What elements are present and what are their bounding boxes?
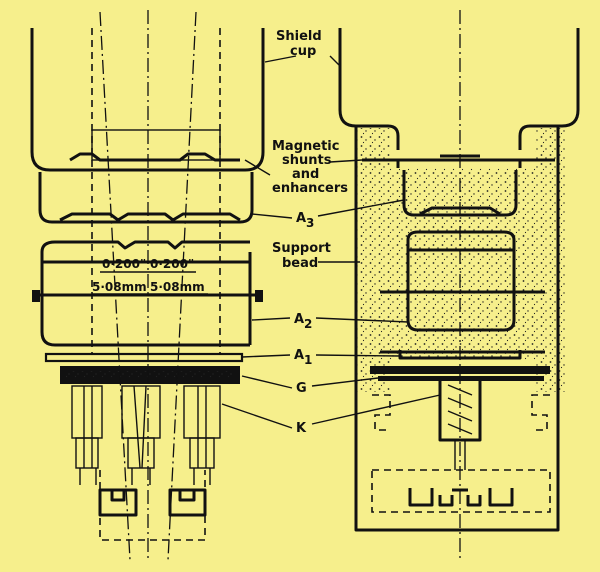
labels: Shield cup Magnetic shunts and enhancers… [221, 29, 441, 436]
dim-inch-left: 0·200" [102, 257, 146, 271]
leader-g [241, 375, 379, 389]
leader-a2 [251, 317, 409, 323]
label-g: G [296, 381, 307, 396]
label-a3: A [296, 211, 306, 226]
left-cathode-assembly [71, 385, 221, 485]
label-support-bead-2: bead [282, 256, 318, 271]
left-a2-flange-tab-l [32, 290, 40, 302]
label-a1: A [294, 348, 304, 363]
label-magnetic-1: Magnetic [272, 139, 339, 154]
label-a3-sub: 3 [306, 216, 314, 230]
right-shunt-detail [396, 154, 522, 168]
left-lower-block-r [168, 488, 207, 517]
left-axis-a [99, 11, 131, 561]
left-a1-plate [44, 352, 244, 363]
right-a3-plate [419, 206, 501, 216]
right-a2-electrode [406, 230, 516, 332]
left-shield-cup [30, 28, 265, 172]
label-a1-sub: 1 [304, 353, 312, 367]
label-support-bead-1: Support [272, 241, 331, 256]
label-magnetic-3: and [292, 167, 319, 182]
leader-a1 [241, 354, 401, 358]
left-lower-step [110, 490, 196, 502]
leader-a3 [251, 199, 405, 219]
left-a2-flange-tab-r [255, 290, 263, 302]
right-body-outline [354, 126, 560, 532]
right-g-plate-lower [378, 376, 544, 381]
right-base-pins [408, 488, 514, 507]
left-a2-bottom [40, 331, 250, 347]
left-magnetic-shunts [69, 152, 240, 162]
leader-k [221, 394, 441, 429]
left-axis-b [167, 11, 197, 561]
left-lower-block-l [98, 488, 138, 517]
label-a2-sub: 2 [304, 317, 312, 331]
right-sectional-view [338, 10, 580, 560]
leader-magnetic [244, 159, 363, 176]
left-g-plate-inner [66, 371, 234, 379]
left-a3-plate [59, 212, 241, 222]
left-sectional-view [30, 10, 265, 561]
label-shield-cup-1: Shield [276, 29, 322, 44]
right-base-dashed [371, 394, 551, 513]
label-a2: A [294, 312, 304, 327]
left-lower-dashed-outline [99, 470, 206, 541]
label-shield-cup-2: cup [290, 44, 316, 59]
right-shield-cup [338, 28, 580, 150]
left-a2-electrode [40, 240, 252, 345]
dimension-annotations: 0·200" 0·200" 5·08mm 5·08mm [92, 257, 208, 295]
dim-mm-right: 5·08mm [150, 280, 205, 294]
label-magnetic-2: shunts [282, 153, 332, 168]
left-a3-electrode [38, 172, 254, 224]
dim-inch-right: 0·200" [150, 257, 194, 271]
left-projection-lines [91, 28, 221, 355]
dim-mm-left: 5·08mm [92, 280, 147, 294]
label-magnetic-4: enhancers [272, 181, 348, 196]
leader-shield-cup [264, 55, 341, 67]
label-k: K [296, 421, 307, 436]
